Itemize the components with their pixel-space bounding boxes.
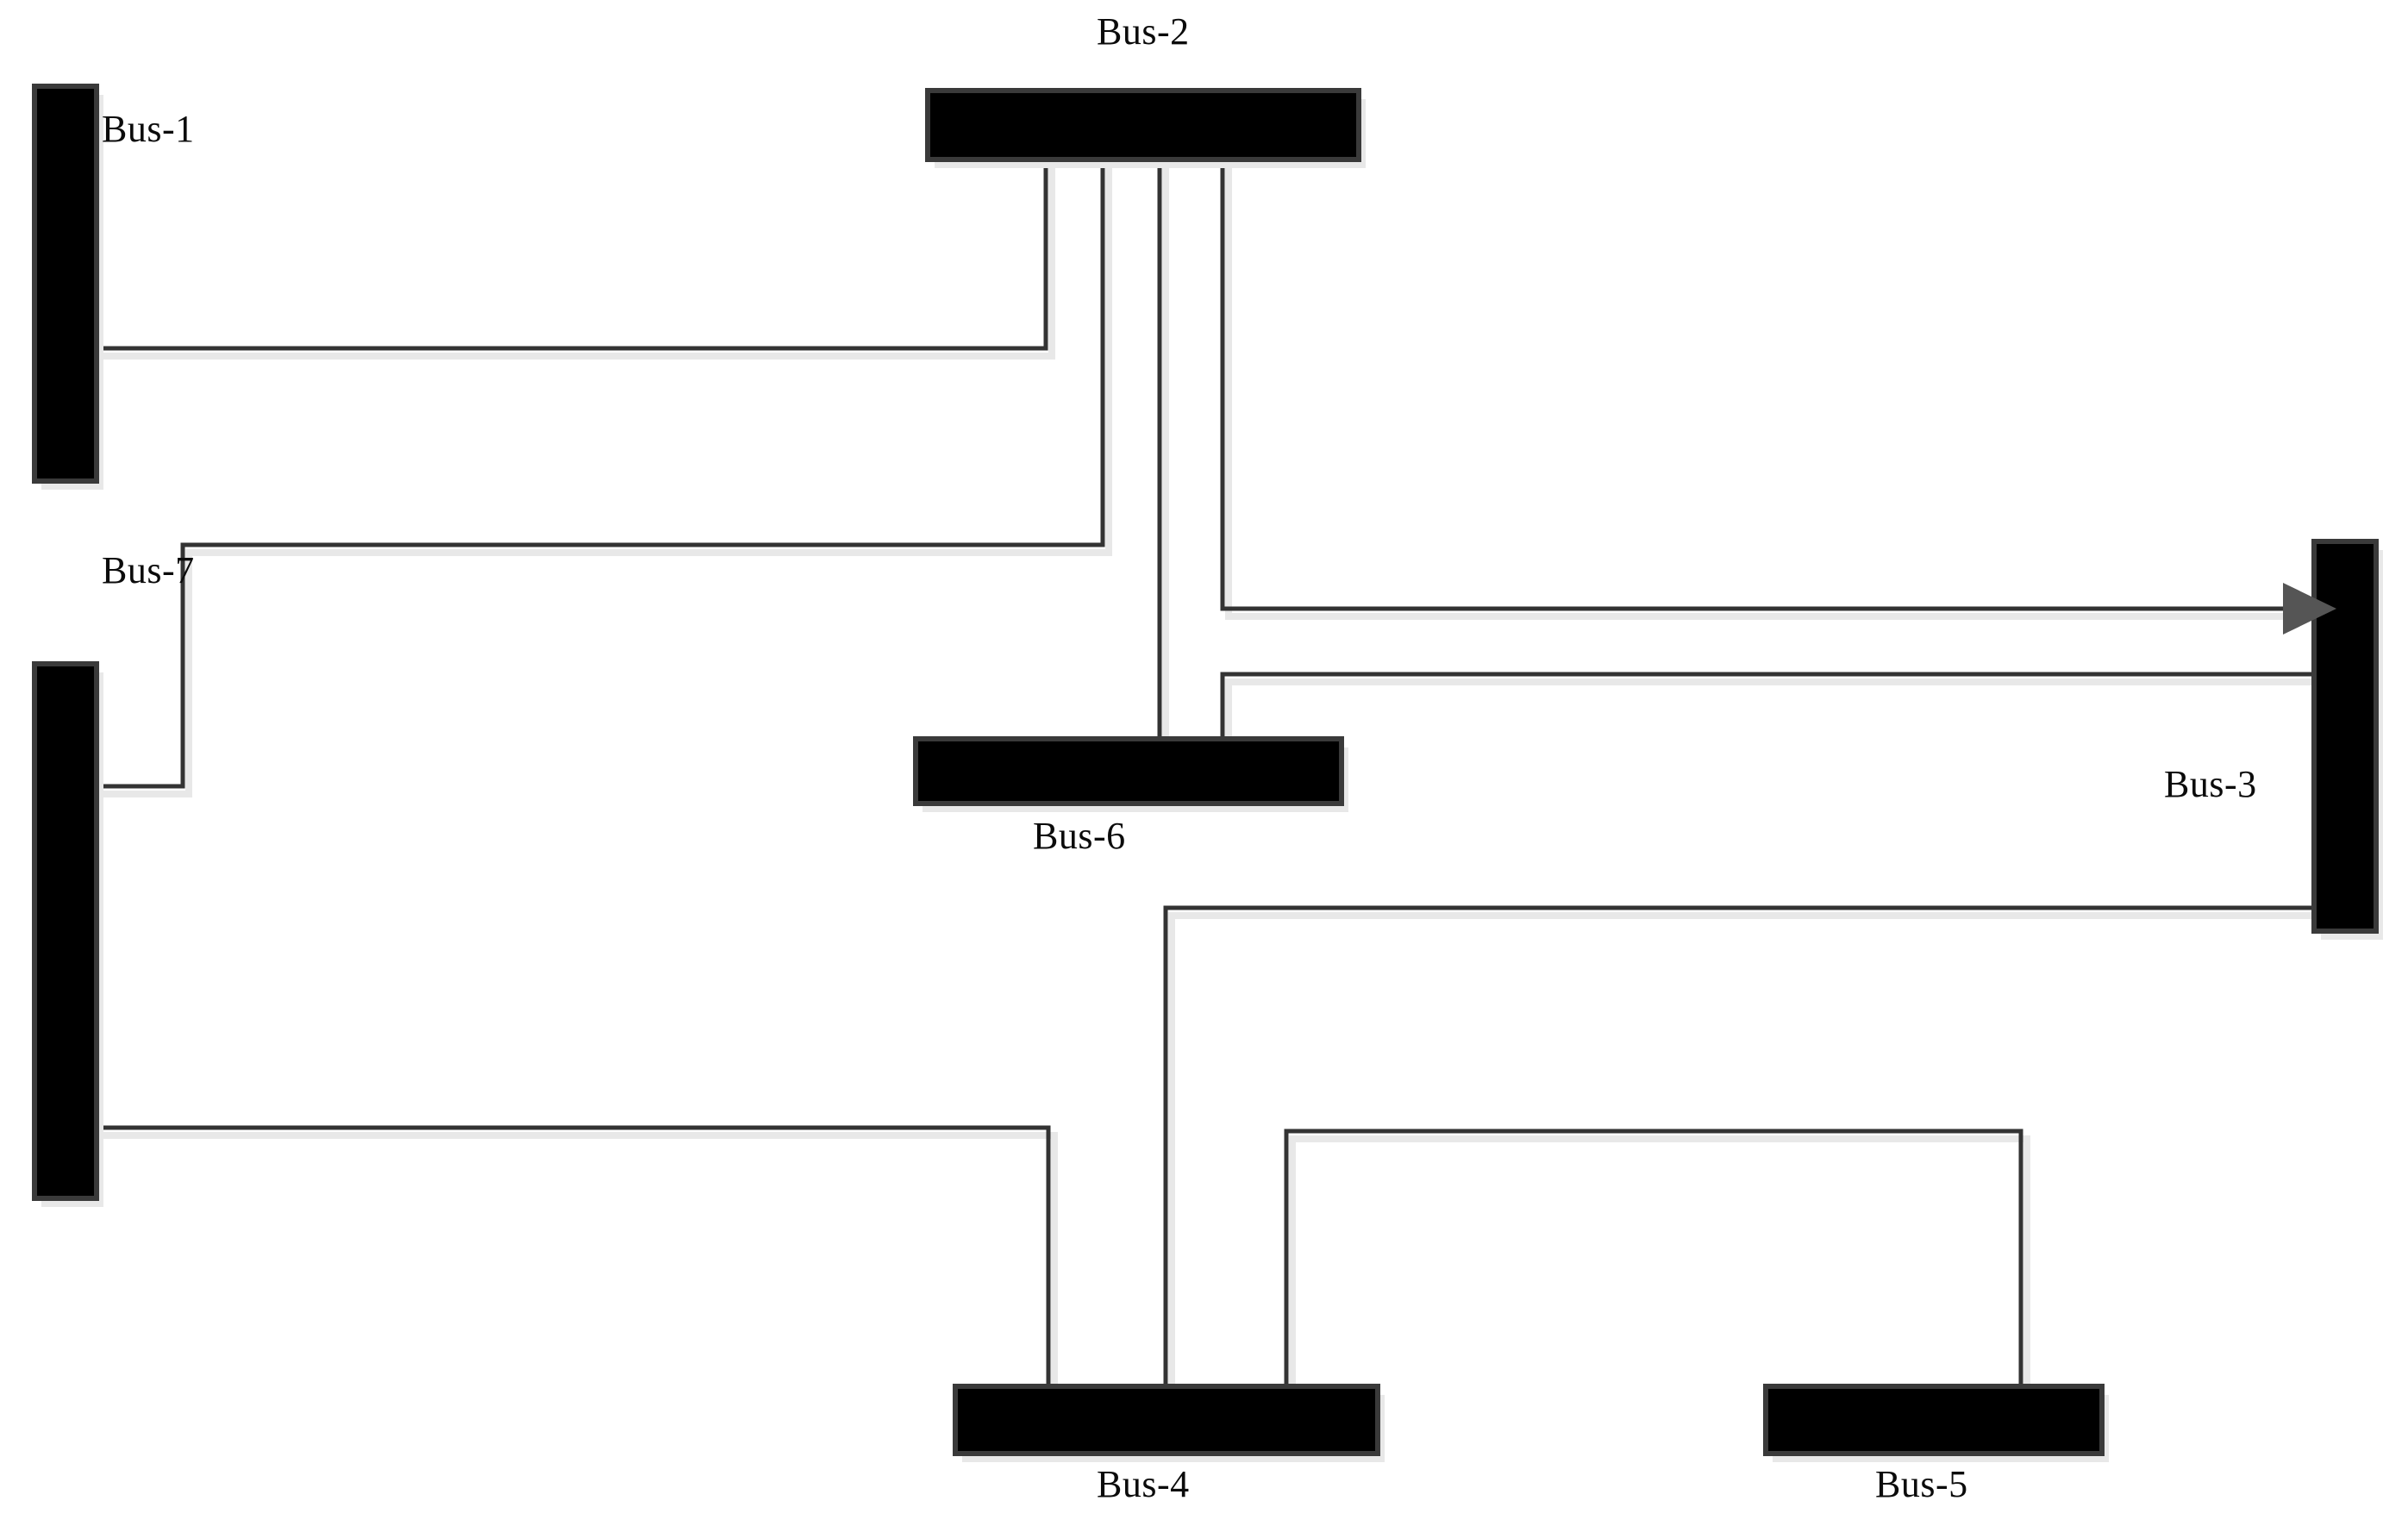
bus-bar-layer xyxy=(32,84,2379,1456)
transmission-line-layer xyxy=(97,159,2331,1386)
line-shadow xyxy=(1289,1135,2030,1394)
drop-shadow-layer xyxy=(103,167,2334,1394)
bus-bar-6[interactable] xyxy=(913,736,1344,806)
bus-label-3: Bus-3 xyxy=(2164,763,2257,805)
line-bus2-bus3[interactable] xyxy=(1220,159,2331,624)
bus-bar-4[interactable] xyxy=(953,1384,1380,1456)
bus-bar-7[interactable] xyxy=(32,661,99,1201)
line-shadow xyxy=(1225,678,2324,747)
line-bus4-bus5[interactable] xyxy=(1284,1129,2023,1386)
bus-bar-5[interactable] xyxy=(1763,1384,2105,1456)
line-shadow xyxy=(103,1132,1058,1394)
bus-bar-1[interactable] xyxy=(32,84,99,484)
line-bus2-bus7[interactable] xyxy=(97,159,1105,789)
bus-label-6: Bus-6 xyxy=(1033,815,1126,857)
bus-label-4: Bus-4 xyxy=(1097,1463,1190,1505)
bus-bar-3[interactable] xyxy=(2311,539,2379,934)
bus-label-5: Bus-5 xyxy=(1875,1463,1968,1505)
power-flow-arrow-icon xyxy=(2283,583,2336,635)
line-shadow xyxy=(103,167,1055,360)
bus-label-2: Bus-2 xyxy=(1097,10,1190,53)
line-shadow xyxy=(1168,912,2320,1394)
line-bus2-bus1[interactable] xyxy=(97,159,1048,351)
line-shadow xyxy=(1225,167,2334,620)
line-shadow xyxy=(103,167,1112,797)
bus-label-7: Bus-7 xyxy=(102,549,195,591)
bus-bar-2[interactable] xyxy=(925,88,1361,162)
line-bus3-bus4[interactable] xyxy=(1163,905,2314,1386)
line-bus7-bus4[interactable] xyxy=(97,1125,1051,1386)
line-bus6-bus3[interactable] xyxy=(1220,672,2317,739)
bus-label-1: Bus-1 xyxy=(102,108,195,150)
